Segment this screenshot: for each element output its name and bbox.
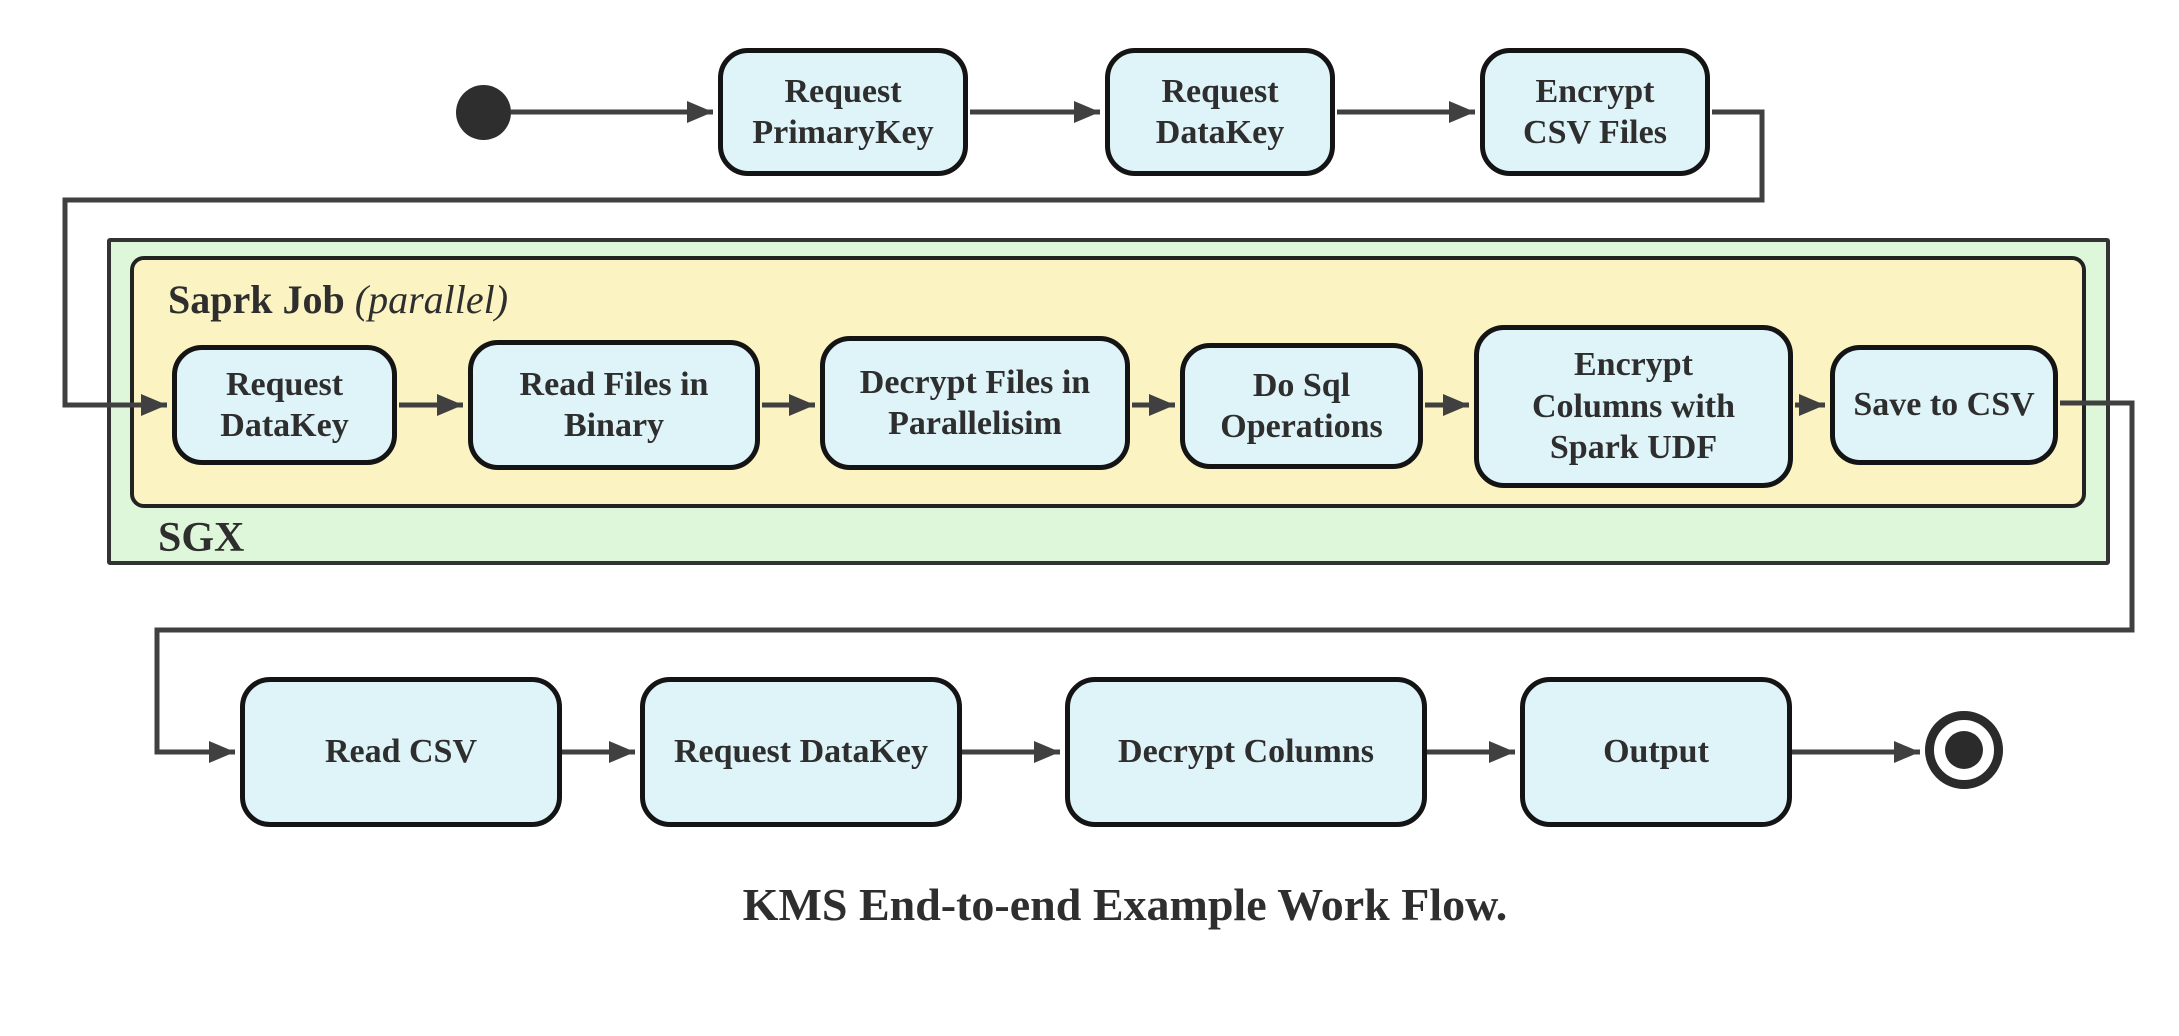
node-request-datakey-bottom: Request DataKey [640,677,962,827]
diagram-caption: KMS End-to-end Example Work Flow. [742,879,1508,930]
node-decrypt-columns: Decrypt Columns [1065,677,1427,827]
node-request-datakey-top: Request DataKey [1105,48,1335,176]
node-label: Output [1603,733,1709,771]
node-decrypt-files-in-parallelisim: Decrypt Files in Parallelisim [820,336,1130,470]
sgx-label: SGX [158,515,245,561]
spark-job-label-text: Saprk Job [168,277,345,322]
node-label: Decrypt Columns [1118,733,1374,771]
node-label: Save to CSV [1853,386,2035,424]
final-state-inner-dot [1945,731,1983,769]
node-label: Encrypt CSV Files [1523,72,1667,151]
node-label: Request DataKey [673,733,929,771]
node-read-csv: Read CSV [240,677,562,827]
node-label: Request DataKey [1155,72,1285,151]
node-label: Read CSV [324,733,478,771]
node-read-files-in-binary: Read Files in Binary [468,340,760,470]
node-encrypt-columns-with-spark-udf: Encrypt Columns with Spark UDF [1474,325,1793,488]
final-state-node-icon [1925,711,2003,789]
spark-job-label: Saprk Job(parallel) [168,276,508,323]
edge-save-csv-to-read-csv [154,400,2135,763]
node-sgx-request-datakey: Request DataKey [172,345,397,465]
node-label: Encrypt Columns with Spark UDF [1531,346,1736,467]
node-label: Decrypt Files in Parallelisim [859,363,1091,442]
initial-state-node-icon [456,85,511,140]
node-label: Read Files in Binary [519,365,709,444]
edge-encrypt-csv-to-sgx-request-datakey [62,109,1765,416]
node-encrypt-csv-files: Encrypt CSV Files [1480,48,1710,176]
node-request-primarykey: Request PrimaryKey [718,48,968,176]
node-label: Request PrimaryKey [752,72,934,151]
spark-job-qualifier: (parallel) [354,277,509,322]
node-do-sql-operations: Do Sql Operations [1180,343,1423,469]
node-save-to-csv: Save to CSV [1830,345,2058,465]
node-label: Do Sql Operations [1220,366,1383,445]
node-label: Request DataKey [220,365,349,444]
node-output: Output [1520,677,1792,827]
